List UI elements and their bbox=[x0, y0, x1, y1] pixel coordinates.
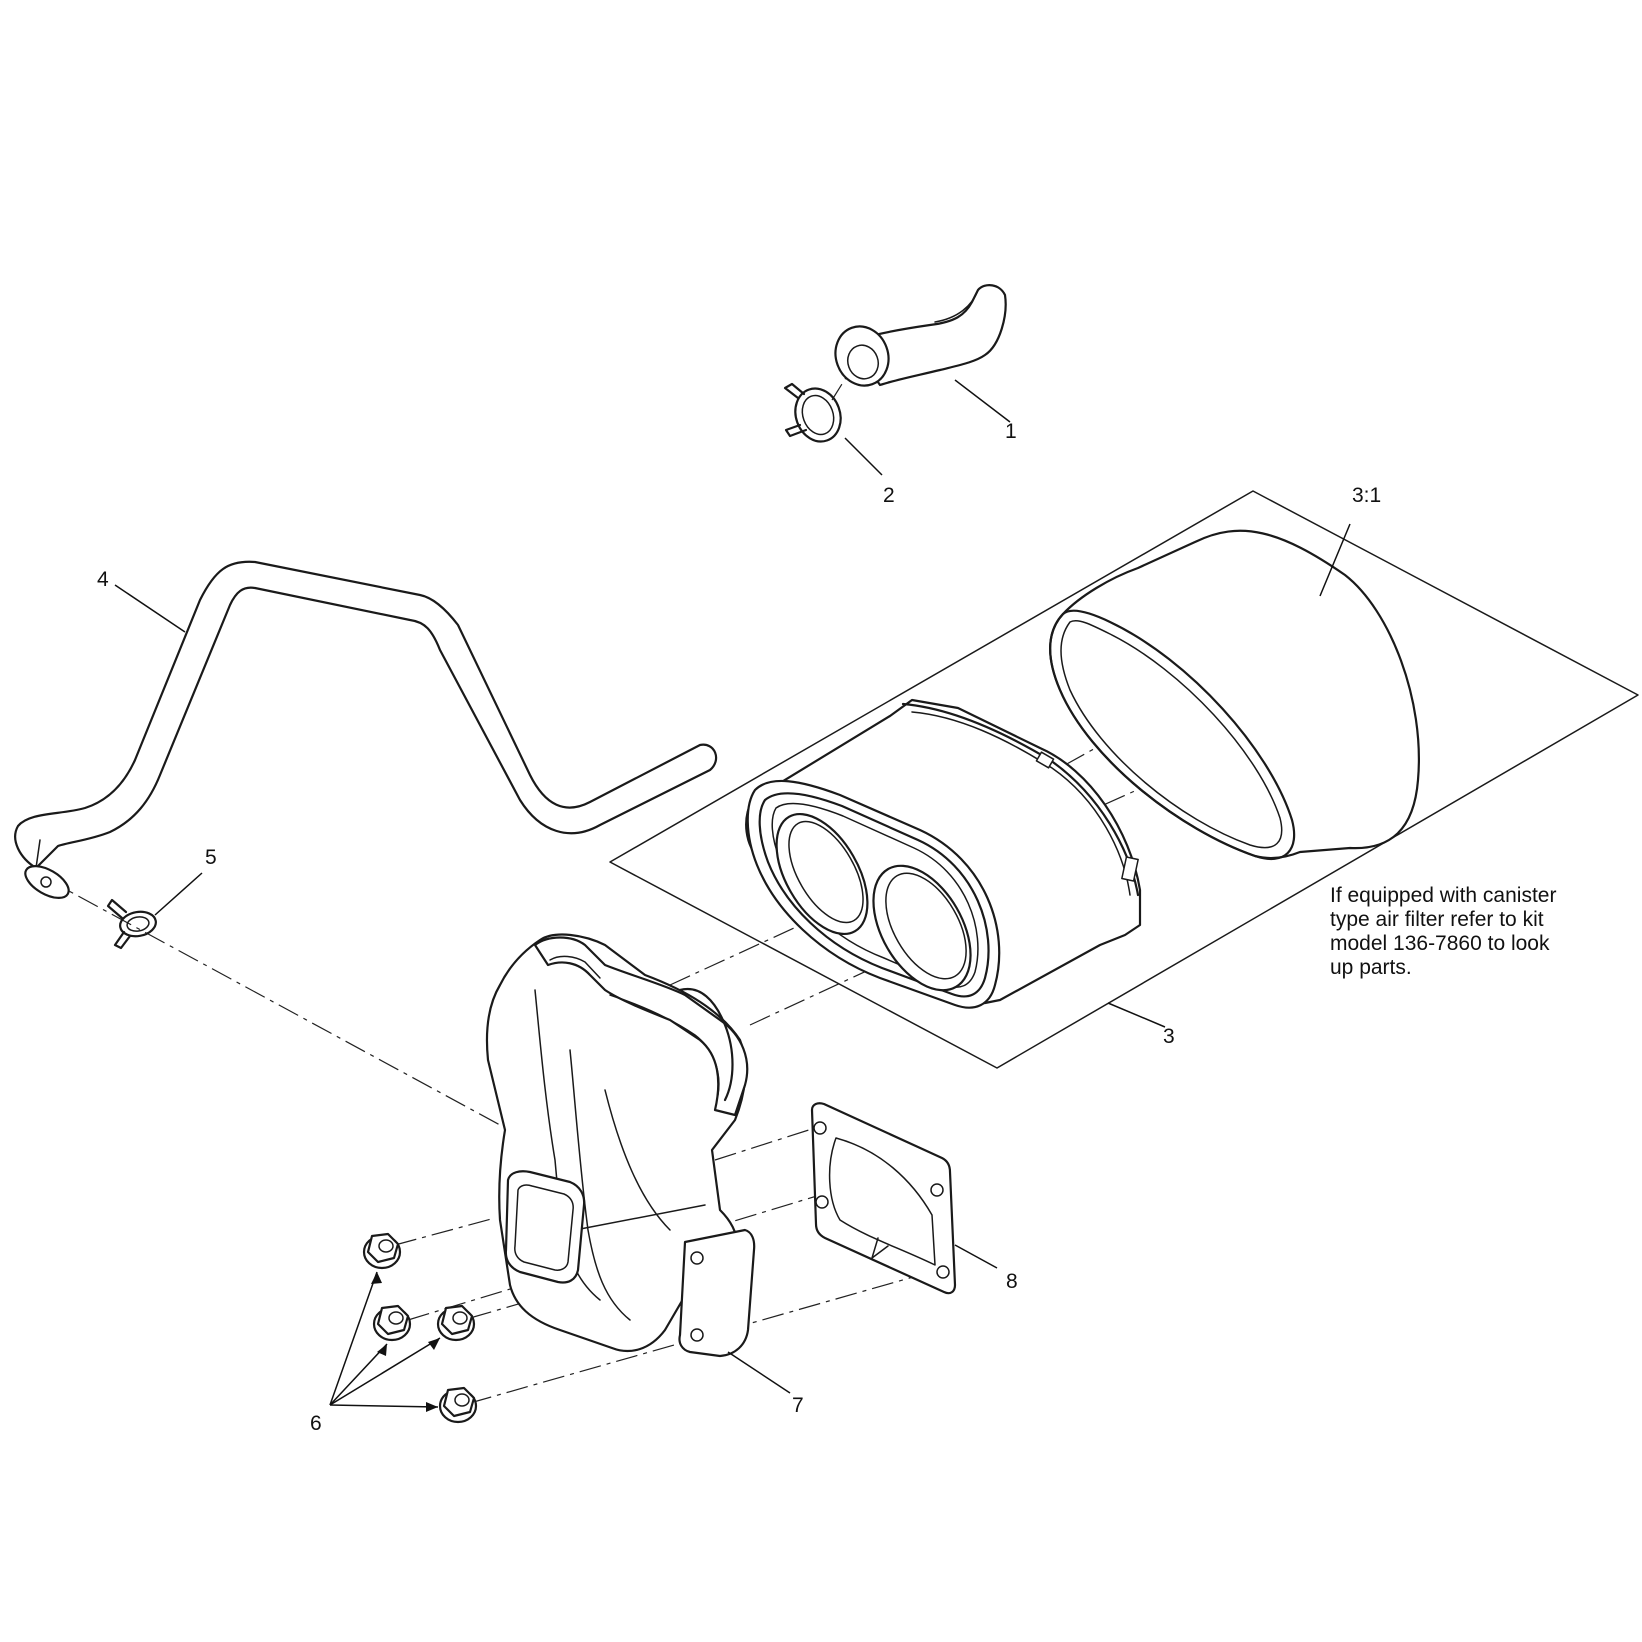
leader-lines bbox=[114, 379, 1351, 1412]
callout-6: 6 bbox=[310, 1412, 322, 1435]
air-intake-housing bbox=[485, 933, 756, 1358]
callout-2: 2 bbox=[883, 484, 895, 507]
callout-8: 8 bbox=[1006, 1270, 1018, 1293]
flange-nut bbox=[372, 1304, 412, 1342]
part-3-1-precleaner bbox=[1049, 529, 1420, 861]
canister-filter-note: If equipped with canister type air filte… bbox=[1330, 884, 1630, 980]
callout-3-1: 3:1 bbox=[1352, 484, 1381, 507]
callout-7: 7 bbox=[792, 1394, 804, 1417]
callout-1: 1 bbox=[1005, 420, 1017, 443]
part-8-gasket bbox=[810, 1102, 957, 1295]
note-line: model 136-7860 to look bbox=[1330, 932, 1550, 955]
callout-4: 4 bbox=[97, 568, 109, 591]
part-6-flange-nuts bbox=[362, 1232, 478, 1424]
callout-3: 3 bbox=[1163, 1025, 1175, 1048]
part-1-elbow-hose bbox=[834, 284, 1007, 387]
flange-nut bbox=[436, 1304, 476, 1342]
note-line: If equipped with canister bbox=[1330, 884, 1557, 907]
flange-nut bbox=[438, 1386, 478, 1424]
part-5-hose-clamp bbox=[106, 898, 157, 950]
callout-5: 5 bbox=[205, 846, 217, 869]
part-4-breather-tube bbox=[14, 560, 718, 899]
air-filter-kit-outline bbox=[609, 490, 1639, 1069]
note-line: type air filter refer to kit bbox=[1330, 908, 1544, 931]
note-line: up parts. bbox=[1330, 956, 1412, 979]
part-2-hose-clamp bbox=[783, 382, 842, 443]
part-3-air-filter-element bbox=[745, 698, 1142, 1009]
flange-nut bbox=[362, 1232, 402, 1270]
